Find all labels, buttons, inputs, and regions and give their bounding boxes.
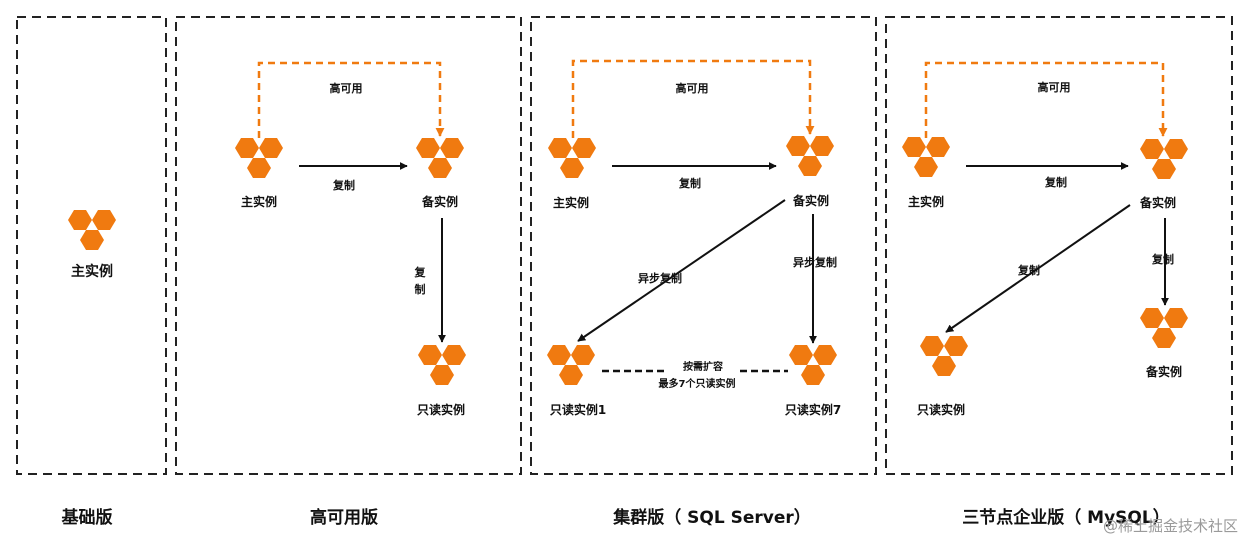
ha-edge-label: 高可用	[1038, 80, 1071, 94]
readonly-node-label: 只读实例	[417, 402, 465, 417]
panel-cluster: 高可用 主实例 备实例 复制 异步复制 异步复制 只读实例1 只读实例7 按需扩…	[547, 59, 841, 528]
primary-db-icon	[235, 138, 283, 178]
readonly-db-icon	[418, 345, 466, 385]
panel-cluster-title: 集群版（ SQL Server）	[612, 507, 811, 528]
readonly1-db-icon	[547, 345, 595, 385]
readonly7-db-icon	[789, 345, 837, 385]
ha-edge-label: 高可用	[676, 81, 709, 95]
replication-edge-label: 复制	[1044, 175, 1067, 189]
replication-vertical-label-line2: 制	[415, 282, 426, 296]
readonly-node-label: 只读实例	[917, 402, 965, 417]
readonly1-node-label: 只读实例1	[550, 402, 606, 417]
standby-db-icon	[416, 138, 464, 178]
primary-db-icon	[68, 210, 116, 250]
ha-dashed-edge	[571, 59, 815, 138]
ha-dashed-edge	[257, 61, 445, 138]
ha-edge-label: 高可用	[330, 81, 363, 95]
replication-edge-diagonal	[945, 204, 1131, 333]
panel-enterprise-border	[885, 16, 1233, 475]
ha-dashed-edge	[924, 61, 1168, 138]
watermark: @稀土掘金技术社区	[1103, 517, 1238, 535]
panel-basic: 主实例 基础版	[61, 210, 116, 528]
async-replication-label-2: 异步复制	[793, 255, 837, 269]
panel-ha: 高可用 主实例 备实例 复制 复 制 只读实例 高可用版	[235, 61, 466, 528]
primary-node-label: 主实例	[71, 263, 113, 280]
standby2-node-label: 备实例	[1145, 364, 1182, 379]
replication-vertical-label: 复制	[1151, 252, 1174, 266]
primary-db-icon	[548, 138, 596, 178]
replication-edge-label: 复制	[678, 176, 701, 190]
panel-enterprise-title: 三节点企业版（ MySQL）	[962, 507, 1169, 528]
readonly-db-icon	[920, 336, 968, 376]
panel-cluster-border	[530, 16, 877, 475]
primary-node-label: 主实例	[241, 194, 277, 209]
async-replication-edge-1	[577, 199, 786, 342]
scale-out-label-line1: 按需扩容	[683, 360, 723, 373]
primary-db-icon	[902, 137, 950, 177]
standby-db-icon	[1140, 139, 1188, 179]
async-replication-label-1: 异步复制	[638, 271, 682, 285]
standby-node-label: 备实例	[1139, 195, 1176, 210]
standby-node-label: 备实例	[421, 194, 458, 209]
panel-ha-title: 高可用版	[310, 507, 378, 528]
replication-edge-label: 复制	[332, 178, 355, 192]
scale-out-label-line2: 最多7个只读实例	[659, 377, 736, 390]
replication-vertical-label-line1: 复	[414, 265, 427, 279]
panel-ha-border	[175, 16, 522, 475]
standby-db-icon	[786, 136, 834, 176]
standby2-db-icon	[1140, 308, 1188, 348]
panel-enterprise: 高可用 主实例 备实例 复制 复制 复制 只读实例 备实例 三节点企业版（ My…	[902, 61, 1188, 528]
primary-node-label: 主实例	[908, 194, 944, 209]
standby-node-label: 备实例	[792, 193, 829, 208]
panel-basic-border	[16, 16, 167, 475]
panel-basic-title: 基础版	[61, 507, 113, 528]
replication-diagonal-label: 复制	[1017, 263, 1040, 277]
primary-node-label: 主实例	[553, 195, 589, 210]
readonly7-node-label: 只读实例7	[785, 402, 841, 417]
